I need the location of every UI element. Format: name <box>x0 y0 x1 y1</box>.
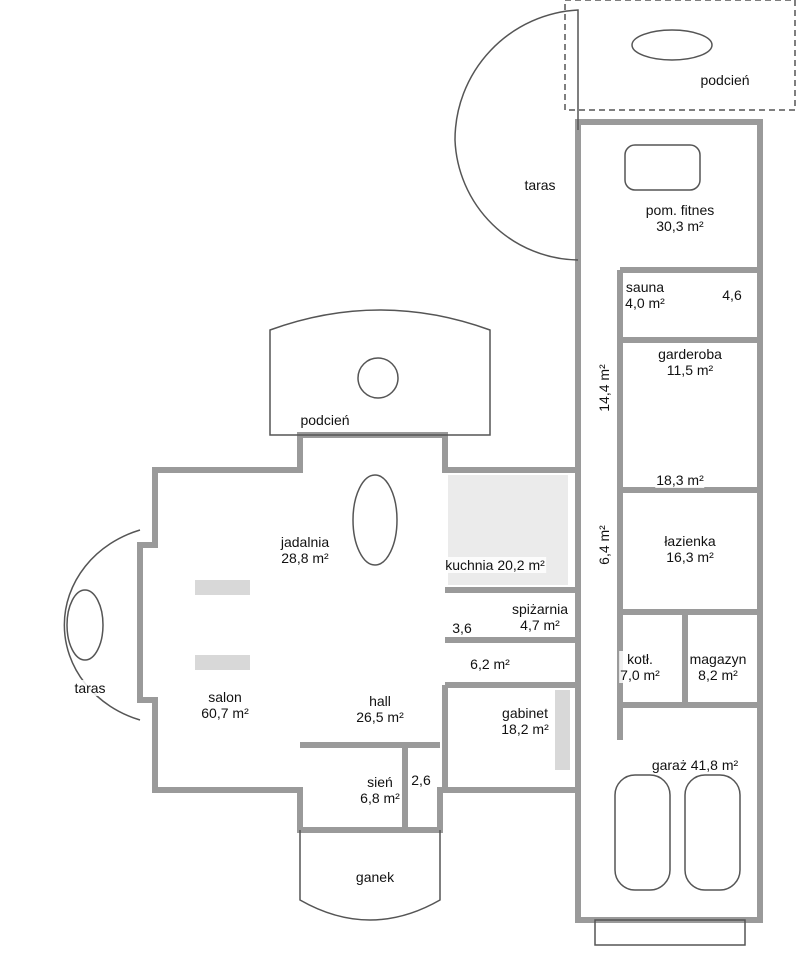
room-label-taras-left: taras <box>73 680 107 696</box>
room-name: pom. fitnes <box>645 202 715 218</box>
room-name: garderoba <box>658 346 722 362</box>
dining-table <box>352 474 398 566</box>
room-name: jadalnia <box>280 534 330 550</box>
room-label-corridor-right: 14,4 m² <box>596 363 612 413</box>
room-name: spiżarnia <box>511 601 569 617</box>
room-label-garaz: garaż 41,8 m² <box>650 757 740 773</box>
room-name: magazyn <box>689 651 747 667</box>
garage-apron <box>594 919 746 946</box>
room-label-podcien-mid: podcień <box>299 412 351 428</box>
room-label-shower: 4,6 <box>721 287 743 303</box>
room-label-podcien-top: podcień <box>699 72 751 88</box>
room-area: 7,0 m² <box>620 667 660 683</box>
room-label-ganek: ganek <box>354 869 396 885</box>
pool <box>624 144 701 191</box>
room-label-bedroom: 18,3 m² <box>655 472 705 488</box>
room-area: 6,8 m² <box>360 790 400 806</box>
podcien-mid-outline <box>269 309 491 436</box>
room-name: gabinet <box>502 705 548 721</box>
room-label-closet: 2,6 <box>410 772 432 788</box>
ganek-outline <box>299 830 441 921</box>
room-name: salon <box>208 689 242 705</box>
room-area: 60,7 m² <box>201 705 249 721</box>
room-label-taras-top: taras <box>523 177 557 193</box>
round-table <box>357 357 399 399</box>
room-area: 30,3 m² <box>656 218 704 234</box>
room-label-kuchnia: kuchnia 20,2 m² <box>444 557 546 573</box>
terrace-table <box>66 589 104 661</box>
taras-left-outline <box>63 529 141 721</box>
right-wing-walls <box>575 119 763 923</box>
taras-top-outline <box>454 9 579 261</box>
room-name: kotł. <box>627 651 653 667</box>
room-area: 16,3 m² <box>666 549 714 565</box>
room-name: sień <box>367 774 393 790</box>
room-area: 26,5 m² <box>356 709 404 725</box>
car-1 <box>614 774 671 891</box>
room-label-wc: 3,6 <box>451 620 473 636</box>
room-label-hallway: 6,2 m² <box>469 656 511 672</box>
room-area: 8,2 m² <box>698 667 738 683</box>
room-area: 11,5 m² <box>666 362 714 378</box>
room-name: łazienka <box>664 533 716 549</box>
room-area: 28,8 m² <box>281 550 329 566</box>
room-name: hall <box>369 693 391 709</box>
podcien-table <box>631 29 713 61</box>
podcien-top-outline <box>564 0 796 111</box>
car-2 <box>684 774 741 891</box>
sofa <box>195 580 250 595</box>
room-label-kotl: kotł.7,0 m² <box>619 651 661 683</box>
room-label-corridor-small: 6,4 m² <box>596 524 612 566</box>
room-name: sauna <box>625 279 665 295</box>
room-area: 18,2 m² <box>501 721 549 737</box>
sofa <box>195 655 250 670</box>
room-area: 4,0 m² <box>625 295 665 311</box>
desk <box>555 690 570 770</box>
room-area: 4,7 m² <box>520 617 560 633</box>
